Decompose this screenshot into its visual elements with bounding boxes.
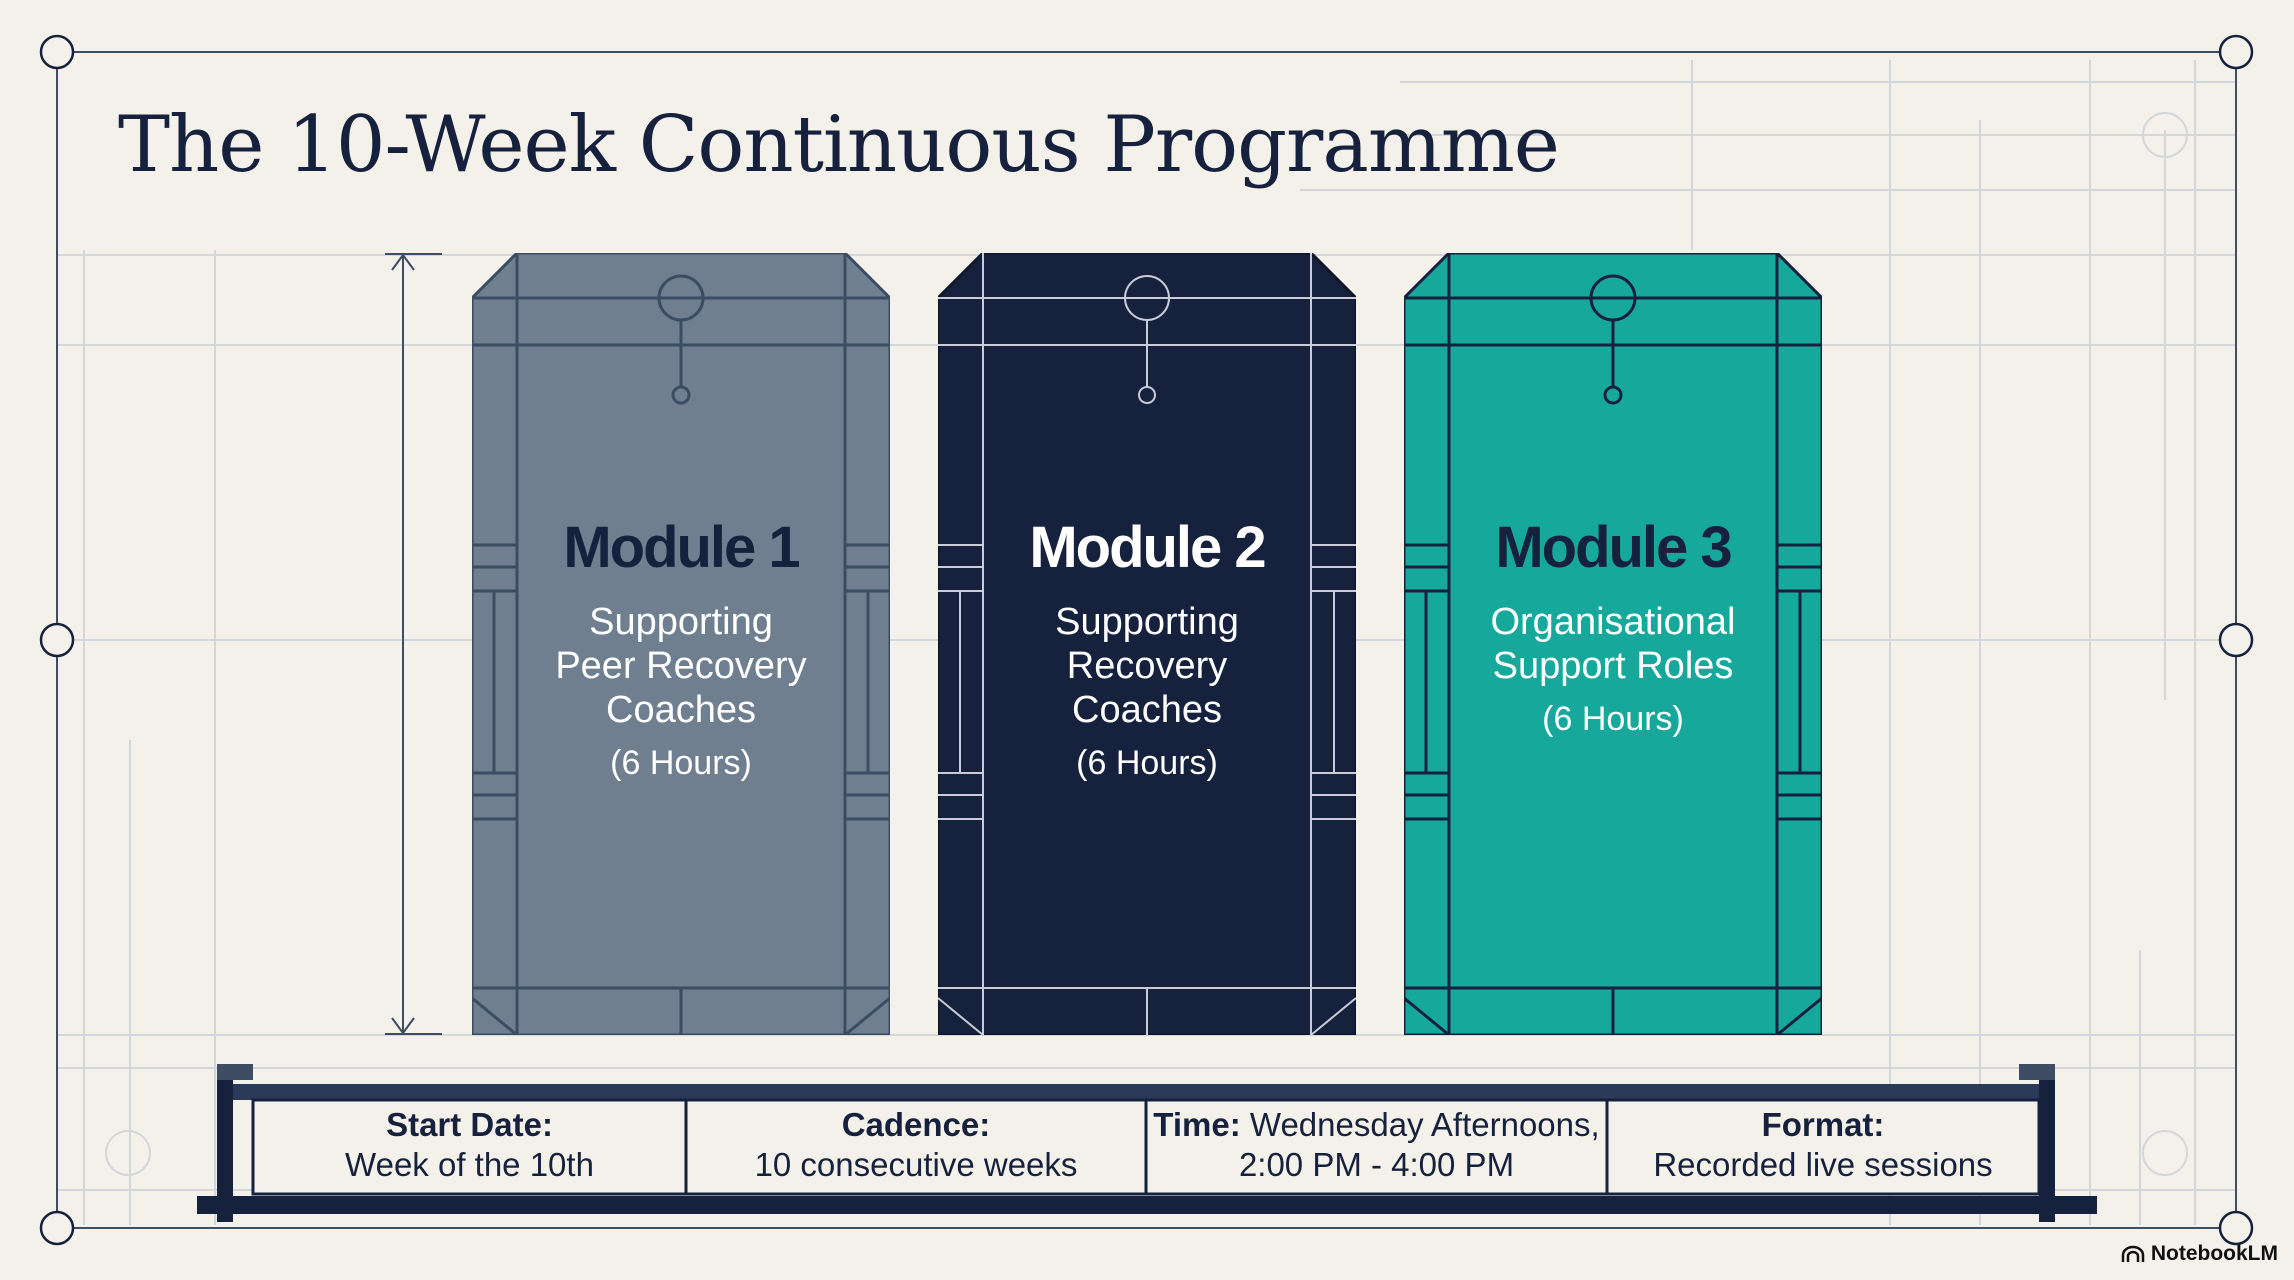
notebooklm-logo-icon	[2121, 1245, 2145, 1262]
format-cell: Format: Recorded live sessions	[1607, 1106, 2039, 1183]
cadence-label: Cadence:	[841, 1106, 991, 1143]
time-label: Time:	[1153, 1106, 1241, 1143]
details-bar-frame	[197, 1064, 2097, 1222]
module-card-2-shape	[938, 253, 1356, 1035]
brand-name: NotebookLM	[2150, 1242, 2278, 1265]
start-date-label: Start Date:	[386, 1106, 553, 1143]
module-card-1: Module 1 Supporting Peer Recovery Coache…	[472, 253, 890, 1035]
module-card-1-shape	[472, 253, 890, 1035]
format-label: Format:	[1761, 1106, 1885, 1143]
module-3-name: Module 3	[1495, 515, 1732, 580]
module-3-hours: (6 Hours)	[1542, 699, 1684, 738]
notebooklm-watermark: NotebookLM	[2121, 1242, 2278, 1266]
module-2-subtitle: Supporting Recovery Coaches	[1055, 600, 1239, 731]
module-2-name: Module 2	[1029, 515, 1266, 580]
time-value-day: Wednesday Afternoons,	[1249, 1106, 1600, 1143]
module-card-3-shape	[1404, 253, 1822, 1035]
module-1-hours: (6 Hours)	[610, 743, 752, 782]
start-date-value: Week of the 10th	[345, 1146, 594, 1183]
module-card-3: Module 3 Organisational Support Roles (6…	[1404, 253, 1822, 1035]
module-card-2: Module 2 Supporting Recovery Coaches (6 …	[938, 253, 1356, 1035]
module-1-subtitle: Supporting Peer Recovery Coaches	[555, 600, 807, 731]
cadence-value: 10 consecutive weeks	[754, 1146, 1078, 1183]
programme-details-bar: Start Date: Week of the 10th Cadence: 10…	[197, 1064, 2097, 1228]
module-1-name: Module 1	[563, 515, 800, 580]
module-2-hours: (6 Hours)	[1076, 743, 1218, 782]
cadence-cell: Cadence: 10 consecutive weeks	[686, 1106, 1146, 1183]
module-3-subtitle: Organisational Support Roles	[1490, 600, 1736, 687]
start-date-cell: Start Date: Week of the 10th	[253, 1106, 686, 1183]
format-value: Recorded live sessions	[1653, 1146, 1993, 1183]
page-title: The 10-Week Continuous Programme	[118, 100, 1560, 190]
height-dimension-arrow	[385, 253, 442, 1035]
time-value-hours: 2:00 PM - 4:00 PM	[1238, 1146, 1515, 1183]
time-cell: Time: Wednesday Afternoons, 2:00 PM - 4:…	[1146, 1106, 1607, 1183]
